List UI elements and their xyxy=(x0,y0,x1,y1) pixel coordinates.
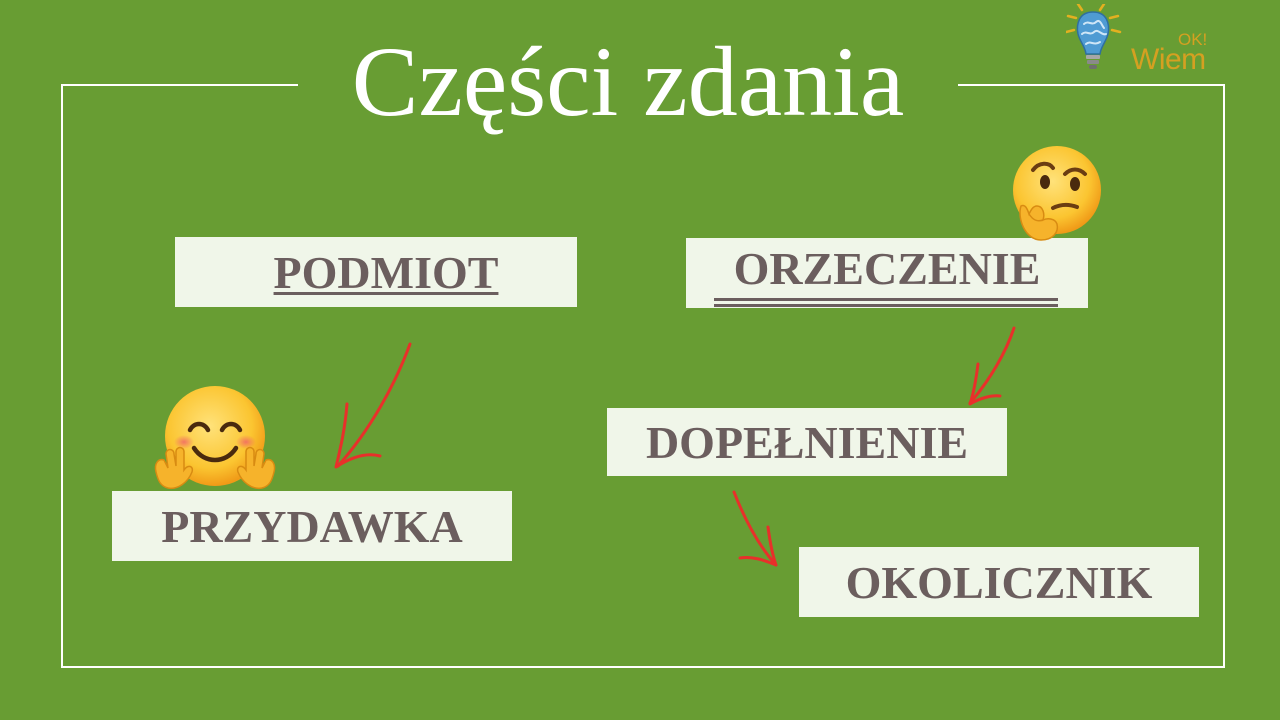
slide-title: Części zdania xyxy=(298,22,958,142)
orzeczenie-label: ORZECZENIE xyxy=(713,242,1059,307)
okolicznik-box: OKOLICZNIK xyxy=(799,547,1199,617)
przydawka-box: PRZYDAWKA xyxy=(112,491,512,561)
logo-wiem-text: Wiem xyxy=(1131,43,1206,76)
orzeczenie-box: ORZECZENIE xyxy=(686,238,1088,308)
lightbulb-icon xyxy=(1066,4,1122,69)
dopelnienie-label: DOPEŁNIENIE xyxy=(645,416,969,468)
dopelnienie-box: DOPEŁNIENIE xyxy=(607,408,1007,476)
podmiot-box: PODMIOT xyxy=(175,237,577,307)
logo-ok-text: OK! xyxy=(1178,30,1208,49)
podmiot-label: PODMIOT xyxy=(273,246,499,298)
okolicznik-label: OKOLICZNIK xyxy=(845,556,1153,608)
thinking-face-icon xyxy=(1013,146,1101,241)
hugging-face-icon xyxy=(154,386,276,490)
przydawka-label: PRZYDAWKA xyxy=(161,500,463,552)
